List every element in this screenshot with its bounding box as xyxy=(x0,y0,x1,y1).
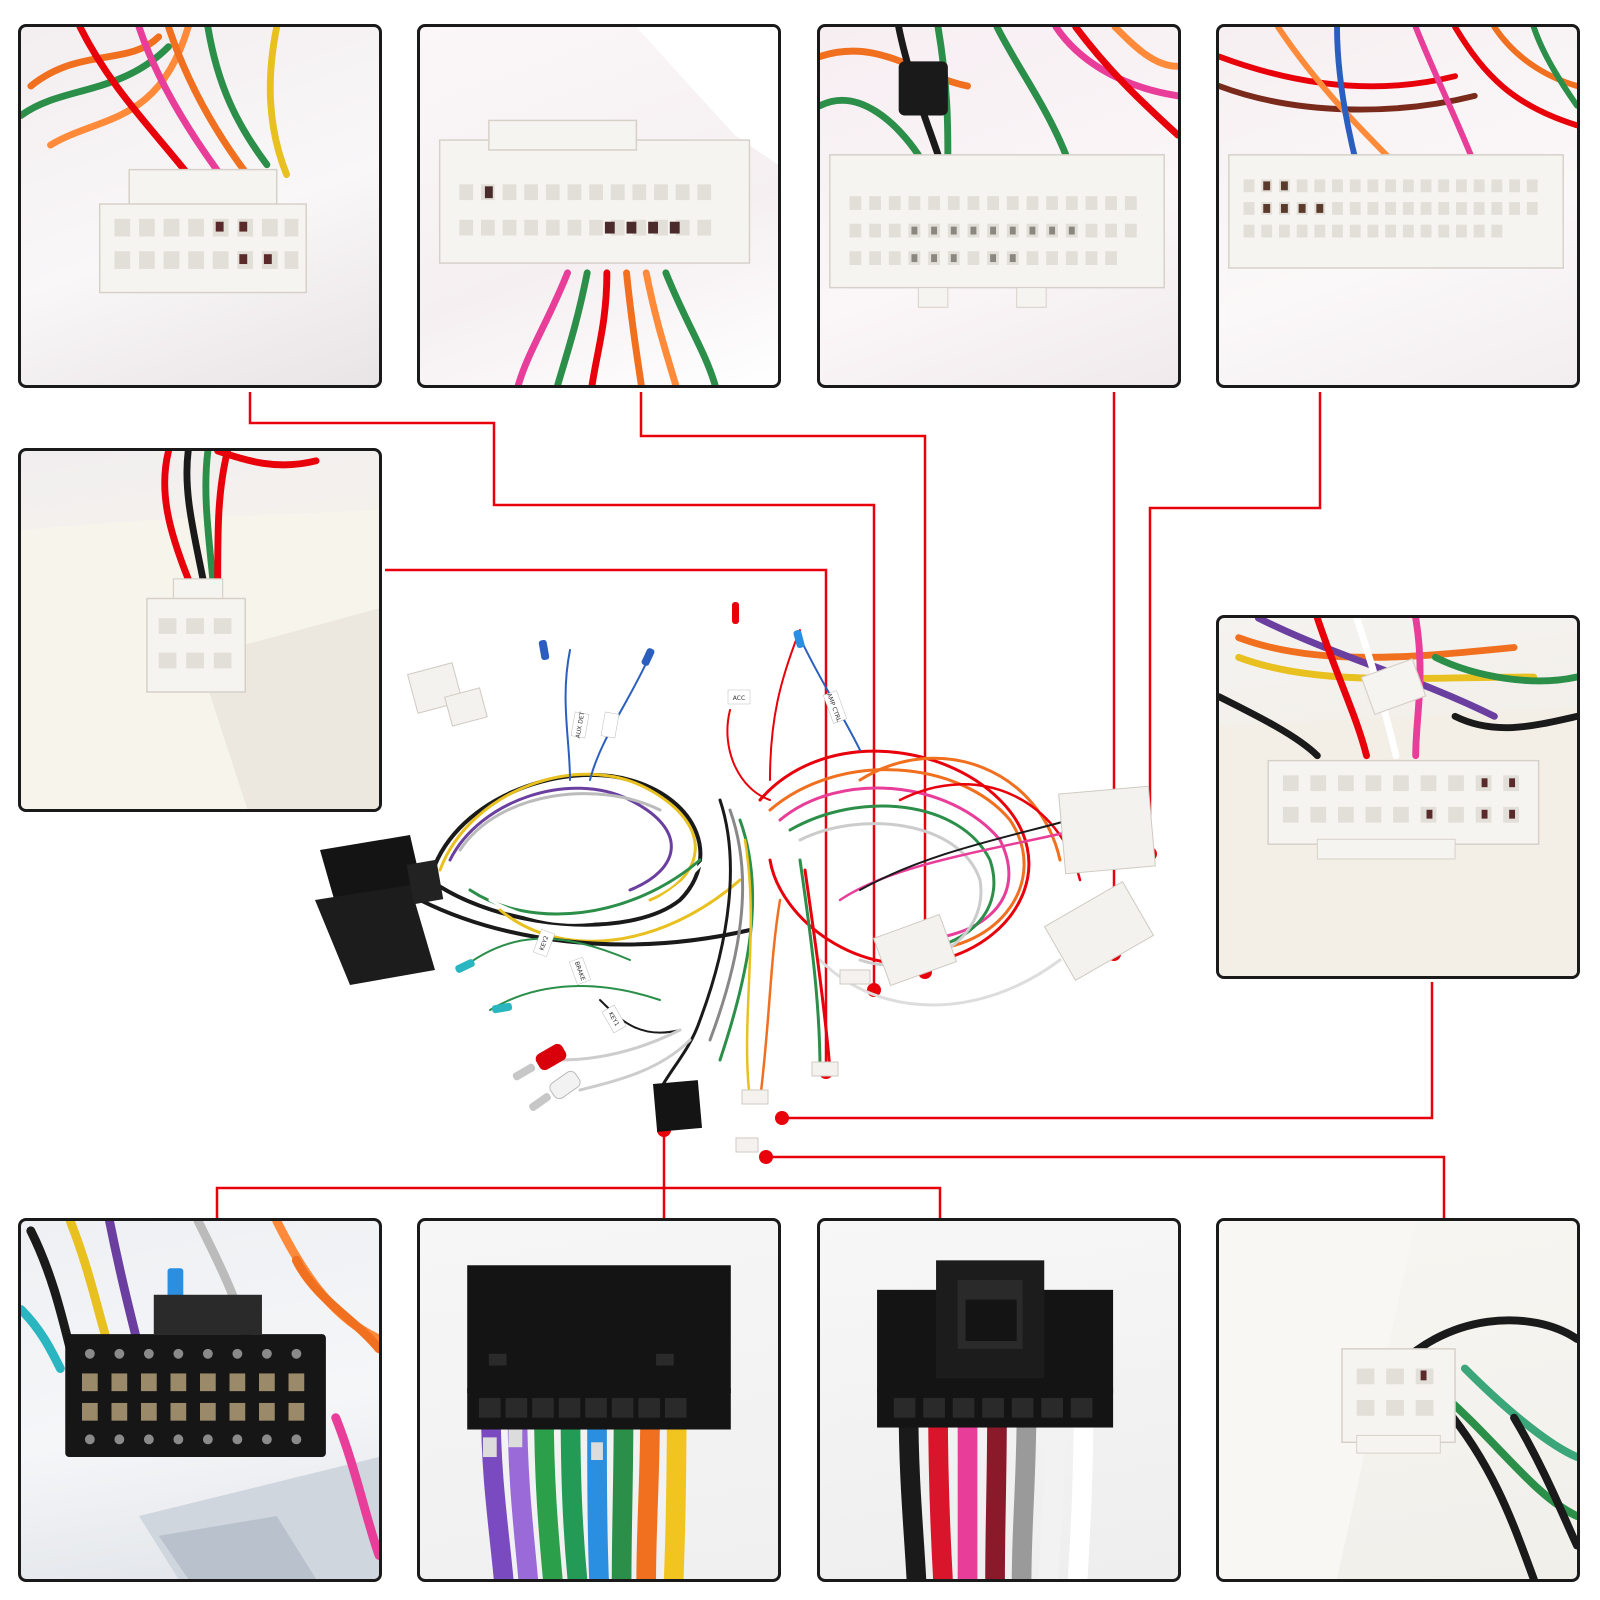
black-20-pin-connector xyxy=(652,1080,703,1132)
wire-tag-acc: ACC xyxy=(733,695,745,702)
detail-white-16-pin-connector xyxy=(18,24,382,388)
detail-black-20-pin-socket xyxy=(18,1218,382,1582)
detail-white-6-pin-connector xyxy=(18,448,382,812)
black-main-connector xyxy=(315,835,444,985)
detail-white-40-pin-connector xyxy=(1216,24,1580,388)
detail-black-20-pin-plug-colored-wires xyxy=(417,1218,781,1582)
wire-tag-key2: KEY2 xyxy=(539,935,551,952)
detail-black-16-pin-plug xyxy=(817,1218,1181,1582)
rca-plugs xyxy=(512,1043,581,1111)
white-connectors-right xyxy=(872,785,1156,987)
wiring-harness-image: ACC AMP CTRL AUX DET KEY2 BRAKE KEY1 xyxy=(315,602,1156,1153)
wire-tag-aux-det: AUX DET xyxy=(575,711,587,739)
white-connector-small-top xyxy=(406,662,488,727)
detail-white-28-pin-connector xyxy=(417,24,781,388)
detail-white-6-pin-small-connector xyxy=(1216,1218,1580,1582)
callout-line-p10 xyxy=(766,1155,1446,1218)
detail-white-32-pin-connector xyxy=(817,24,1181,388)
callout-line-p7 xyxy=(215,1186,942,1218)
detail-white-20-pin-connector xyxy=(1216,615,1580,979)
